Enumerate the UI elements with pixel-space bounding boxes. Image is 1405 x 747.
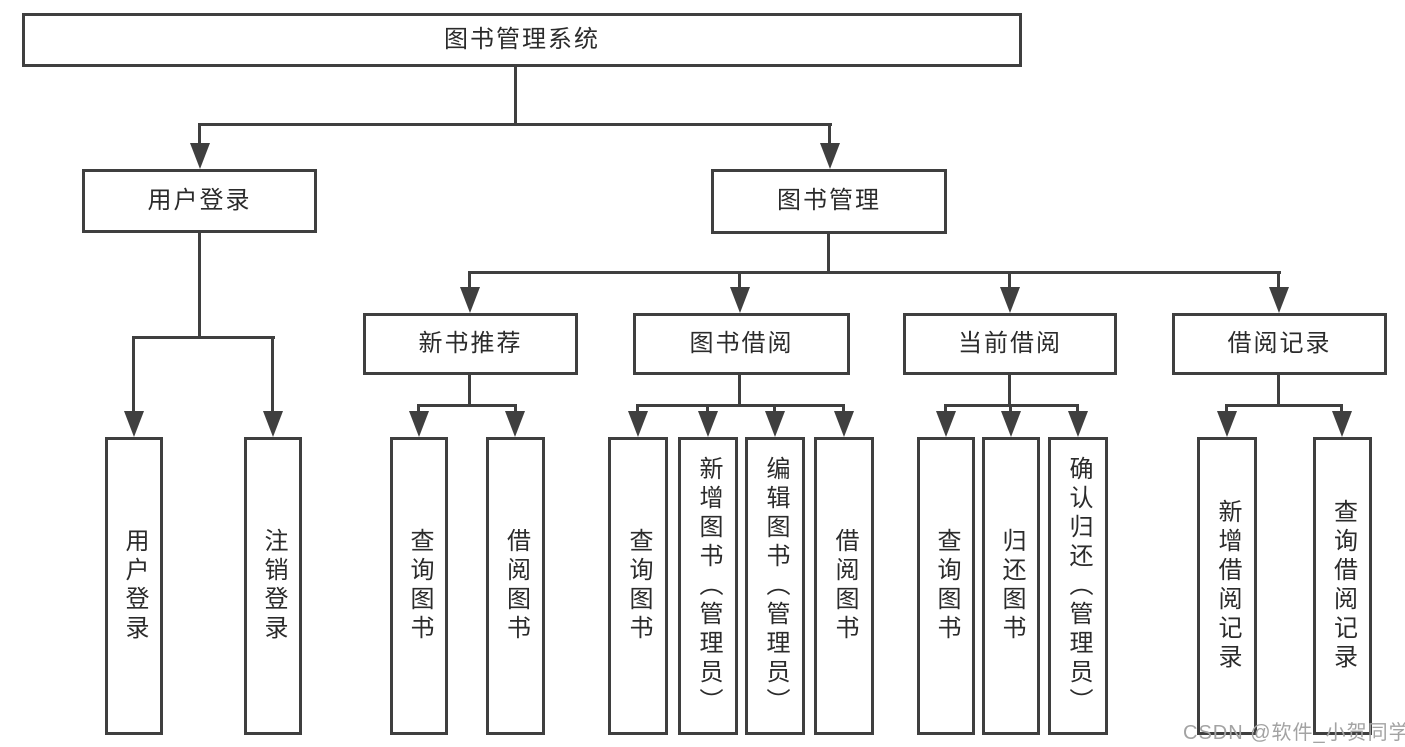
connector-records-drop-2	[1340, 404, 1343, 412]
connector-records-bar	[1227, 404, 1343, 407]
connector-borrow-drop-3	[773, 404, 776, 412]
node-current-borrow: 当前借阅	[903, 313, 1117, 375]
connector-borrow-bar	[638, 404, 844, 407]
connector-bookmgmt-drop-1	[468, 271, 471, 287]
arrowhead-down-icon	[820, 143, 840, 169]
leaf-user-login: 用户登录	[105, 437, 163, 735]
arrowhead-down-icon	[263, 411, 283, 437]
connector-userlogin-drop-2	[271, 336, 274, 411]
arrowhead-down-icon	[698, 411, 718, 437]
connector-newbook-stem	[468, 375, 471, 404]
connector-bookmgmt-drop-4	[1277, 271, 1280, 287]
connector-records-stem	[1277, 375, 1280, 404]
connector-newbook-drop-2	[514, 404, 517, 412]
arrowhead-down-icon	[628, 411, 648, 437]
leaf-current-query: 查询图书	[917, 437, 975, 735]
connector-current-bar	[946, 404, 1078, 407]
leaf-borrow-query: 查询图书	[608, 437, 668, 735]
arrowhead-down-icon	[936, 411, 956, 437]
connector-bookmgmt-bar	[470, 271, 1281, 274]
node-borrow-records: 借阅记录	[1172, 313, 1387, 375]
arrowhead-down-icon	[1332, 411, 1352, 437]
arrowhead-down-icon	[730, 287, 750, 313]
arrowhead-down-icon	[765, 411, 785, 437]
arrowhead-down-icon	[1000, 287, 1020, 313]
connector-borrow-stem	[738, 375, 741, 404]
leaf-newbook-query: 查询图书	[390, 437, 448, 735]
arrowhead-down-icon	[1068, 411, 1088, 437]
leaf-current-confirm-return: 确认归还（管理员）	[1048, 437, 1108, 735]
leaf-borrow-book: 借阅图书	[814, 437, 874, 735]
arrowhead-down-icon	[190, 143, 210, 169]
arrowhead-down-icon	[1001, 411, 1021, 437]
connector-root-drop-right	[828, 123, 831, 143]
connector-newbook-bar	[419, 404, 517, 407]
node-new-book-recommend: 新书推荐	[363, 313, 578, 375]
leaf-logout: 注销登录	[244, 437, 302, 735]
connector-borrow-drop-1	[636, 404, 639, 412]
arrowhead-down-icon	[409, 411, 429, 437]
leaf-newbook-borrow: 借阅图书	[486, 437, 545, 735]
node-book-mgmt: 图书管理	[711, 169, 947, 234]
arrowhead-down-icon	[460, 287, 480, 313]
leaf-current-return: 归还图书	[982, 437, 1040, 735]
connector-current-drop-2	[1009, 404, 1012, 412]
connector-records-drop-1	[1225, 404, 1228, 412]
node-root: 图书管理系统	[22, 13, 1022, 67]
connector-newbook-drop-1	[417, 404, 420, 412]
connector-userlogin-stem	[198, 233, 201, 336]
arrowhead-down-icon	[124, 411, 144, 437]
watermark: CSDN @软件_小贺同学	[1183, 722, 1405, 744]
connector-current-drop-1	[944, 404, 947, 412]
arrowhead-down-icon	[1217, 411, 1237, 437]
leaf-borrow-edit-book: 编辑图书（管理员）	[745, 437, 805, 735]
leaf-records-query: 查询借阅记录	[1313, 437, 1372, 735]
connector-bookmgmt-drop-3	[1008, 271, 1011, 287]
arrowhead-down-icon	[1269, 287, 1289, 313]
connector-userlogin-bar	[133, 336, 275, 339]
node-user-login: 用户登录	[82, 169, 317, 233]
connector-current-stem	[1008, 375, 1011, 404]
connector-bookmgmt-drop-2	[738, 271, 741, 287]
node-book-borrow: 图书借阅	[633, 313, 850, 375]
connector-bookmgmt-stem	[827, 234, 830, 271]
connector-borrow-drop-4	[842, 404, 845, 412]
connector-root-stem	[514, 67, 517, 123]
connector-root-drop-left	[198, 123, 201, 143]
connector-current-drop-3	[1076, 404, 1079, 412]
connector-borrow-drop-2	[706, 404, 709, 412]
connector-root-bar	[199, 123, 832, 126]
arrowhead-down-icon	[505, 411, 525, 437]
arrowhead-down-icon	[834, 411, 854, 437]
leaf-borrow-add-book: 新增图书（管理员）	[678, 437, 738, 735]
connector-userlogin-drop-1	[132, 336, 135, 411]
leaf-records-add: 新增借阅记录	[1197, 437, 1257, 735]
